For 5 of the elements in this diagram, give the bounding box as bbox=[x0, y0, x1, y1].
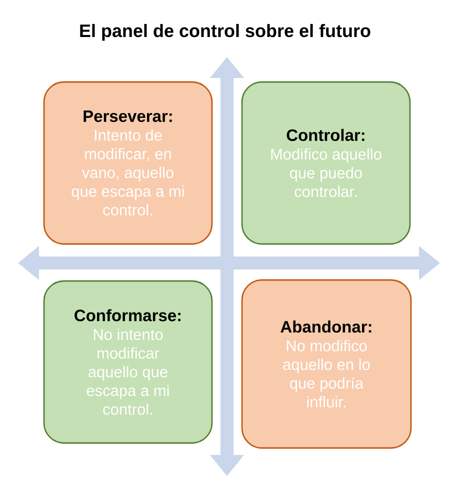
title: El panel de control sobre el futuro bbox=[80, 24, 370, 41]
quadrant-box: Abandonar: No modifico aquello en lo que podría influir. bbox=[241, 279, 412, 449]
quadrant-box: Controlar: Modifico aquello que puedo controlar. bbox=[241, 81, 411, 245]
quadrant-box: Perseverar: Intento de modificar, en vano, aquello que escapa a mi control. bbox=[43, 81, 213, 245]
quadrant-box: Conformarse: No intento modificar aquello que escapa a mi control. bbox=[43, 280, 213, 444]
